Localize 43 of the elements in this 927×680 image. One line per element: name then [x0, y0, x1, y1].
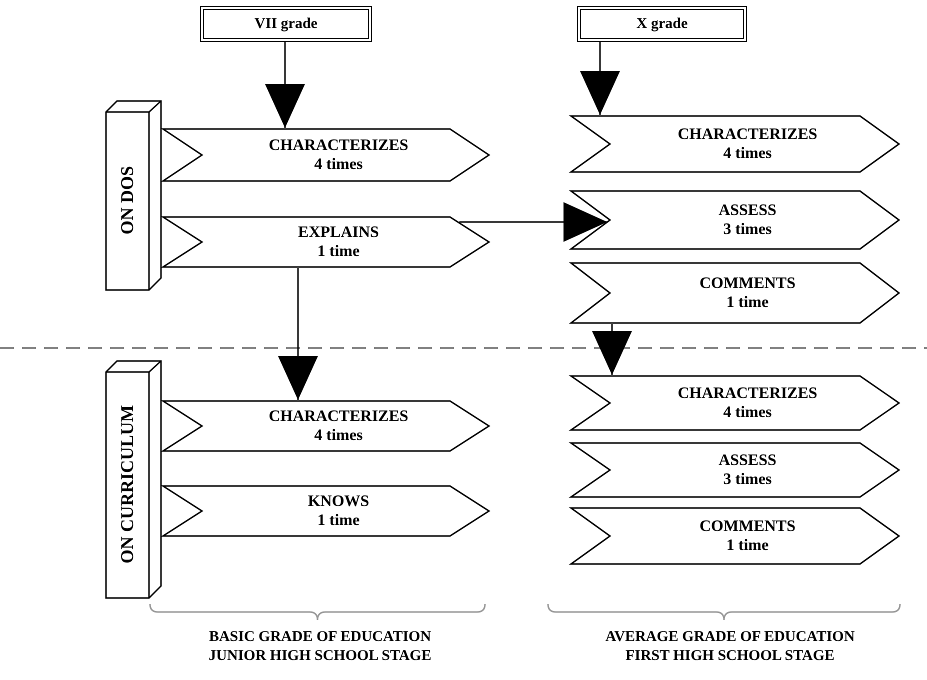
chevron-shape [162, 485, 490, 537]
node-label: 3 times [723, 220, 772, 239]
node-label: 4 times [314, 426, 363, 445]
chevron-shape [570, 115, 900, 173]
vertical-label: ON DOS [116, 166, 138, 234]
node-label: CHARACTERIZES [678, 125, 818, 144]
chevron-shape [570, 375, 900, 431]
arrow [580, 42, 620, 115]
node-label: 4 times [723, 403, 772, 422]
node-label: 3 times [723, 470, 772, 489]
node-label: CHARACTERIZES [678, 384, 818, 403]
chevron-shape [570, 190, 900, 250]
node-label: 4 times [723, 144, 772, 163]
node-label: 1 time [726, 293, 769, 312]
node-label: CHARACTERIZES [268, 136, 408, 155]
node-label: ASSESS [718, 201, 776, 220]
node-label: 1 time [317, 511, 360, 530]
arrow [278, 268, 318, 400]
node-label: 1 time [317, 242, 360, 261]
node-label: 1 time [726, 536, 769, 555]
grade-box [200, 6, 372, 42]
chevron-shape [162, 400, 490, 452]
grade-box [577, 6, 747, 42]
chevron-shape [570, 442, 900, 498]
chevron-shape [570, 262, 900, 324]
node-label: CHARACTERIZES [268, 407, 408, 426]
grade-label: VII grade [254, 16, 318, 32]
chevron-shape [162, 216, 490, 268]
node-label: 4 times [314, 155, 363, 174]
arrow [592, 324, 632, 375]
stage-caption: AVERAGE GRADE OF EDUCATION FIRST HIGH SCHOOL STAGE [604, 628, 856, 666]
node-label: COMMENTS [700, 517, 796, 536]
node-label: COMMENTS [700, 274, 796, 293]
chevron-shape [162, 128, 490, 182]
node-label: KNOWS [308, 492, 370, 511]
arrow [459, 202, 608, 242]
chevron-shape [570, 507, 900, 565]
stage-caption: BASIC GRADE OF EDUCATION JUNIOR HIGH SCHOOL STAGE [208, 628, 432, 666]
arrow [265, 42, 305, 128]
node-label: ASSESS [718, 451, 776, 470]
grade-label: X grade [636, 16, 688, 32]
node-label: EXPLAINS [298, 223, 379, 242]
vertical-label: ON CURRICULUM [116, 404, 138, 564]
